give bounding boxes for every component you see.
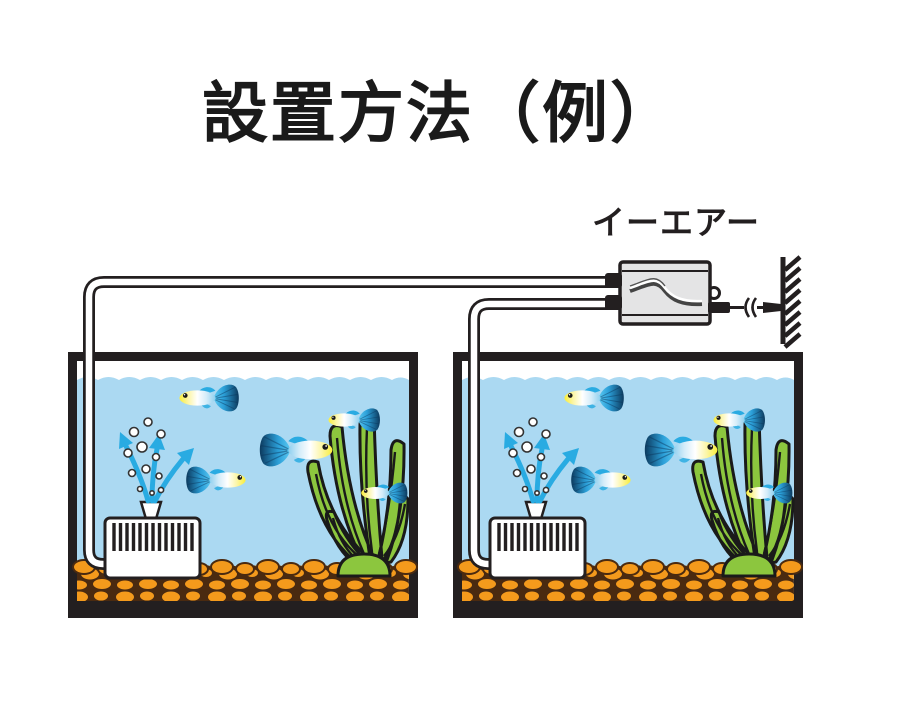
cord-break-symbol (744, 297, 758, 318)
power-cord (708, 297, 781, 318)
pump-nozzle-lower (605, 295, 622, 310)
cord-connector (708, 302, 730, 313)
air-pump (605, 260, 721, 326)
wall-hatching (783, 255, 802, 349)
page-title: 設置方法（例） (202, 76, 678, 150)
air-tube-left (83, 276, 618, 570)
power-plug (763, 302, 781, 313)
air-tube-right (468, 298, 618, 570)
wall (780, 255, 802, 349)
pump-label: イーエアー (591, 204, 761, 241)
pump-nozzle-upper (605, 273, 622, 288)
pump-swoosh (629, 278, 703, 307)
